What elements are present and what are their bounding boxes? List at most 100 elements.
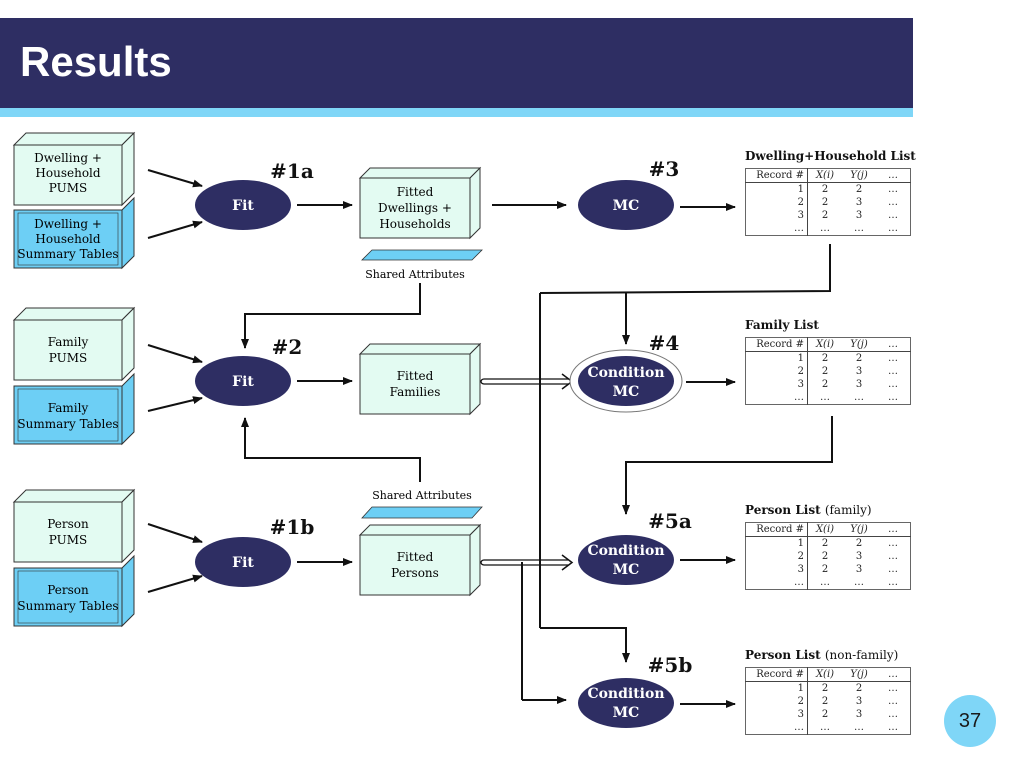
arrow-shared-attrs-bottom-to-fit2 (241, 417, 421, 482)
person-pums-label-1: Person (47, 517, 89, 531)
svg-text:MC: MC (613, 384, 640, 400)
arrow-person-summary-to-fit (147, 574, 203, 593)
dwelling-summary-label-1: Dwelling + (34, 217, 102, 231)
mc-node-3: MC (578, 180, 674, 230)
table-row: ………… (745, 576, 911, 590)
svg-text:MC: MC (613, 198, 640, 214)
shared-attributes-plate-bottom (361, 506, 483, 519)
arrow-person-pums-to-fit (147, 523, 203, 543)
shared-attributes-plate-top (361, 249, 483, 261)
step-label-5a: #5a (648, 509, 692, 533)
fitted-families-label-2: Families (390, 385, 441, 399)
condition-mc-node-5b: Condition MC (578, 678, 674, 728)
shared-attributes-label-top: Shared Attributes (365, 268, 465, 281)
svg-text:Condition: Condition (587, 365, 664, 381)
table-header-row: Record #X(i)Y(j)… (745, 168, 911, 183)
fitted-families-label-1: Fitted (397, 369, 434, 383)
svg-text:Condition: Condition (587, 686, 664, 702)
family-list-title: Family List (745, 318, 819, 332)
step-label-5b: #5b (648, 653, 693, 677)
step-label-4: #4 (649, 331, 680, 355)
col-more: … (876, 168, 911, 183)
fitted-persons-label-1: Fitted (397, 550, 434, 564)
arrow-family-pums-to-fit (147, 344, 203, 364)
fitted-persons-label-2: Persons (391, 566, 439, 580)
fitted-families-box: Fitted Families (358, 342, 482, 416)
page-number: 37 (944, 695, 996, 747)
table-header-row: Record #X(i)Y(j)… (745, 522, 911, 537)
family-summary-box: Family Summary Tables (13, 372, 135, 446)
family-pums-label-2: PUMS (49, 351, 87, 365)
arrow-shared-attrs-top-to-fit2 (241, 283, 421, 349)
table-header-row: Record #X(i)Y(j)… (745, 667, 911, 682)
person-summary-label-2: Summary Tables (17, 599, 118, 613)
condition-mc-node-5a: Condition MC (578, 535, 674, 585)
slide-title: Results (20, 38, 172, 85)
step-label-1b: #1b (270, 515, 315, 539)
col-x: X(i) (807, 168, 842, 183)
family-pums-box: Family PUMS (12, 306, 136, 382)
fitted-dwellings-label-2: Dwellings + (378, 201, 452, 215)
fitted-dwellings-label-1: Fitted (397, 185, 434, 199)
person-list-nonfamily-title: Person List (non-family) (745, 648, 899, 662)
svg-text:MC: MC (613, 562, 640, 578)
step-label-3: #3 (649, 157, 680, 181)
fitted-dwellings-label-3: Households (379, 217, 450, 231)
table-row: ………… (745, 721, 911, 735)
col-record: Record # (745, 168, 808, 183)
family-summary-label-2: Summary Tables (17, 417, 118, 431)
shared-attributes-label-bottom: Shared Attributes (372, 489, 472, 502)
double-arrowhead-persons (561, 554, 574, 571)
table-row: ………… (745, 391, 911, 405)
step-label-1a: #1a (270, 159, 314, 183)
dwelling-summary-label-3: Summary Tables (17, 247, 118, 261)
svg-text:Fit: Fit (232, 374, 254, 390)
person-summary-box: Person Summary Tables (13, 554, 135, 628)
condition-mc-node-4: Condition MC (569, 349, 683, 413)
arrow-dwelling-pums-to-fit (147, 169, 203, 188)
arrow-trunk-to-condmc5b (540, 627, 630, 663)
header-bar (0, 18, 913, 108)
line-household-list-feedback (539, 244, 831, 294)
person-pums-box: Person PUMS (12, 488, 136, 564)
svg-text:MC: MC (613, 705, 640, 721)
fit-node-1a: Fit (195, 180, 291, 230)
header-stripe (0, 108, 913, 117)
arrow-dwelling-summary-to-fit (147, 220, 203, 239)
fitted-persons-box: Fitted Persons (358, 523, 482, 597)
svg-text:Condition: Condition (587, 543, 664, 559)
household-list-title: Dwelling+Household List (745, 149, 916, 163)
fit-node-1b: Fit (195, 537, 291, 587)
dwelling-pums-label-3: PUMS (49, 181, 87, 195)
family-pums-label-1: Family (48, 335, 89, 349)
person-summary-label-1: Person (47, 583, 89, 597)
fitted-dwellings-box: Fitted Dwellings + Households (358, 166, 482, 240)
person-pums-label-2: PUMS (49, 533, 87, 547)
col-y: Y(j) (842, 168, 876, 183)
svg-text:Fit: Fit (232, 555, 254, 571)
person-list-family-title: Person List (family) (745, 503, 872, 517)
dwelling-summary-box: Dwelling + Household Summary Tables (13, 196, 135, 270)
dwelling-pums-box: Dwelling + Household PUMS (12, 131, 136, 207)
fit-node-2: Fit (195, 356, 291, 406)
arrow-family-summary-to-fit (147, 396, 203, 412)
arrow-family-list-to-condmc5a (622, 416, 833, 515)
dwelling-pums-label-1: Dwelling + (34, 151, 102, 165)
dwelling-pums-label-2: Household (35, 166, 100, 180)
